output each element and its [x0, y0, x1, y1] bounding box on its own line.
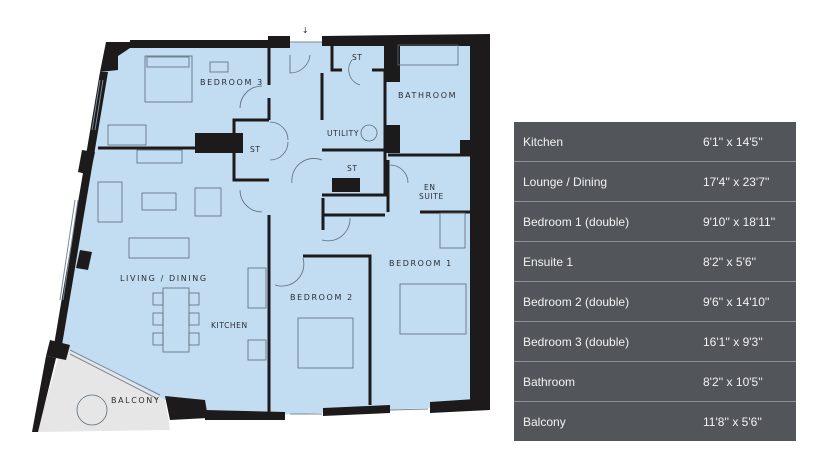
room-name: Bedroom 1 (double) — [523, 214, 630, 229]
table-row: Bedroom 2 (double) 9'6'' x 14'10'' — [514, 282, 796, 322]
room-name: Bedroom 2 (double) — [523, 294, 630, 309]
room-name: Ensuite 1 — [523, 254, 574, 269]
label-kitchen: KITCHEN — [211, 321, 248, 330]
room-dimensions: 16'1'' x 9'3'' — [703, 334, 763, 349]
windows — [59, 41, 429, 415]
interior-walls — [98, 42, 472, 412]
label-suite: SUITE — [419, 192, 444, 201]
room-name: Lounge / Dining — [523, 174, 608, 189]
label-bedroom-3: BEDROOM 3 — [200, 78, 264, 87]
label-st-mid: ST — [347, 164, 358, 173]
label-bathroom: BATHROOM — [398, 91, 457, 100]
room-dimensions: 6'1'' x 14'5'' — [703, 134, 763, 149]
label-living-dining: LIVING / DINING — [120, 274, 208, 283]
room-name: Bedroom 3 (double) — [523, 334, 630, 349]
table-row: Ensuite 1 8'2'' x 5'6'' — [514, 242, 796, 282]
room-dimensions: 11'8'' x 5'6'' — [703, 414, 762, 429]
room-dimensions-table: Kitchen 6'1'' x 14'5'' Lounge / Dining 17'… — [514, 122, 796, 441]
room-name: Balcony — [523, 414, 566, 429]
apartment-floor — [62, 40, 488, 418]
table-row: Bedroom 3 (double) 16'1'' x 9'3'' — [514, 322, 796, 362]
room-name: Kitchen — [523, 134, 564, 149]
label-en: EN — [424, 183, 436, 192]
label-bedroom-1: BEDROOM 1 — [389, 259, 453, 268]
label-utility: UTILITY — [327, 129, 359, 138]
label-st-top: ST — [352, 53, 363, 62]
exterior-walls — [32, 34, 490, 432]
table-row: Kitchen 6'1'' x 14'5'' — [514, 122, 796, 162]
room-dimensions: 9'6'' x 14'10'' — [703, 294, 770, 309]
label-bedroom-2: BEDROOM 2 — [290, 293, 354, 302]
room-dimensions: 8'2'' x 5'6'' — [703, 254, 757, 269]
table-row: Bathroom 8'2'' x 10'5'' — [514, 362, 796, 402]
entrance-arrow: ↓ — [302, 26, 310, 35]
furniture — [76, 44, 467, 426]
table-row: Bedroom 1 (double) 9'10'' x 18'11'' — [514, 202, 796, 242]
table-row: Lounge / Dining 17'4'' x 23'7'' — [514, 162, 796, 202]
table-row: Balcony 11'8'' x 5'6'' — [514, 402, 796, 441]
door-swings — [239, 54, 409, 287]
room-dimensions: 9'10'' x 18'11'' — [703, 214, 776, 229]
room-dimensions: 8'2'' x 10'5'' — [703, 374, 763, 389]
label-st-left: ST — [250, 145, 261, 154]
room-dimensions: 17'4'' x 23'7'' — [703, 174, 770, 189]
label-balcony: BALCONY — [111, 396, 160, 405]
room-name: Bathroom — [523, 374, 576, 389]
balcony-floor — [37, 345, 170, 432]
